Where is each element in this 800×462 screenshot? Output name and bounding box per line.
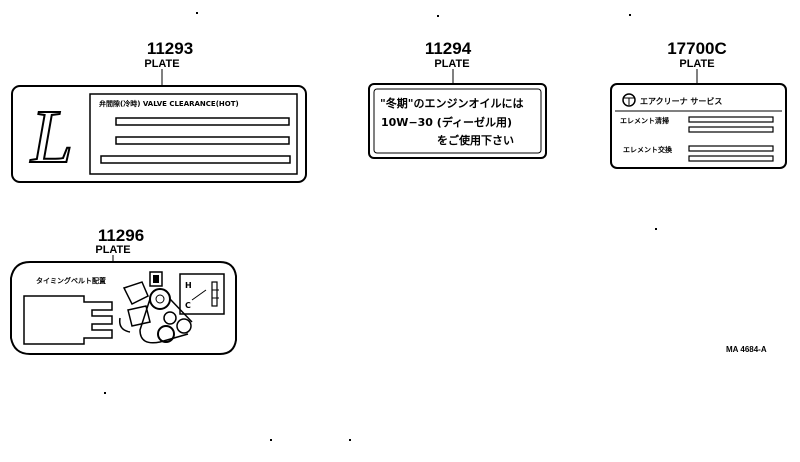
clearance-field-2 bbox=[115, 136, 290, 145]
part-11294: 11294 PLATE "冬期"のエンジンオイルには 10W−30 (ディーゼル… bbox=[368, 39, 547, 159]
part-name-11296: PLATE bbox=[95, 244, 130, 256]
timing-belt-title: タイミングベルト配置 bbox=[36, 276, 106, 285]
mark-c: C bbox=[185, 301, 191, 310]
replace-field-1 bbox=[688, 145, 774, 152]
mark-h: H bbox=[185, 281, 192, 290]
engine-block-outline bbox=[23, 295, 113, 345]
part-name-11294: PLATE bbox=[434, 58, 469, 70]
timing-belt-sketch bbox=[118, 271, 193, 344]
part-name-11293: PLATE bbox=[144, 58, 179, 70]
oil-note-line1: "冬期"のエンジンオイルには bbox=[380, 96, 523, 110]
replace-field-2 bbox=[688, 155, 774, 162]
plate-outline bbox=[11, 85, 307, 183]
element-replace-label: エレメント交換 bbox=[623, 145, 673, 154]
plate-inner-frame bbox=[89, 93, 298, 175]
figure-code: MA 4684-A bbox=[726, 345, 767, 354]
clearance-field-3 bbox=[100, 155, 291, 164]
valve-clearance-heading: 弁間隙(冷時) VALVE CLEARANCE(HOT) bbox=[99, 99, 239, 108]
gauge-scale bbox=[211, 281, 218, 307]
part-11296: 11296 PLATE タイミングベルト配置 H C bbox=[10, 226, 237, 355]
part-11293: 11293 PLATE L 弁間隙(冷時) VALVE CLEARANCE(HO… bbox=[11, 39, 307, 183]
clean-field-2 bbox=[688, 126, 774, 133]
plate-inner-frame bbox=[373, 88, 542, 154]
plate-outline bbox=[10, 261, 237, 355]
element-clean-label: エレメント清掃 bbox=[620, 116, 669, 125]
oil-note-line2: 10W−30 (ディーゼル用) bbox=[381, 115, 512, 129]
plate-letter: L bbox=[30, 95, 73, 179]
plate-outline bbox=[610, 83, 787, 169]
part-number-17700c: 17700C bbox=[667, 39, 727, 58]
part-number-11293: 11293 bbox=[147, 39, 193, 58]
part-17700c: 17700C PLATE エアクリーナ サービス エレメント清掃 エレメント交換 bbox=[610, 39, 787, 169]
part-number-11294: 11294 bbox=[425, 39, 472, 58]
clean-field-1 bbox=[688, 116, 774, 123]
clearance-field-1 bbox=[115, 117, 290, 126]
part-number-11296: 11296 bbox=[98, 226, 144, 245]
air-cleaner-title: エアクリーナ サービス bbox=[640, 96, 722, 106]
gauge-inset bbox=[179, 273, 225, 315]
plate-outline bbox=[368, 83, 547, 159]
part-name-17700c: PLATE bbox=[679, 58, 714, 70]
oil-note-line3: をご使用下さい bbox=[437, 133, 514, 147]
gauge-needle bbox=[191, 289, 207, 301]
scan-specks bbox=[104, 12, 657, 441]
toyota-emblem-icon bbox=[622, 93, 636, 107]
